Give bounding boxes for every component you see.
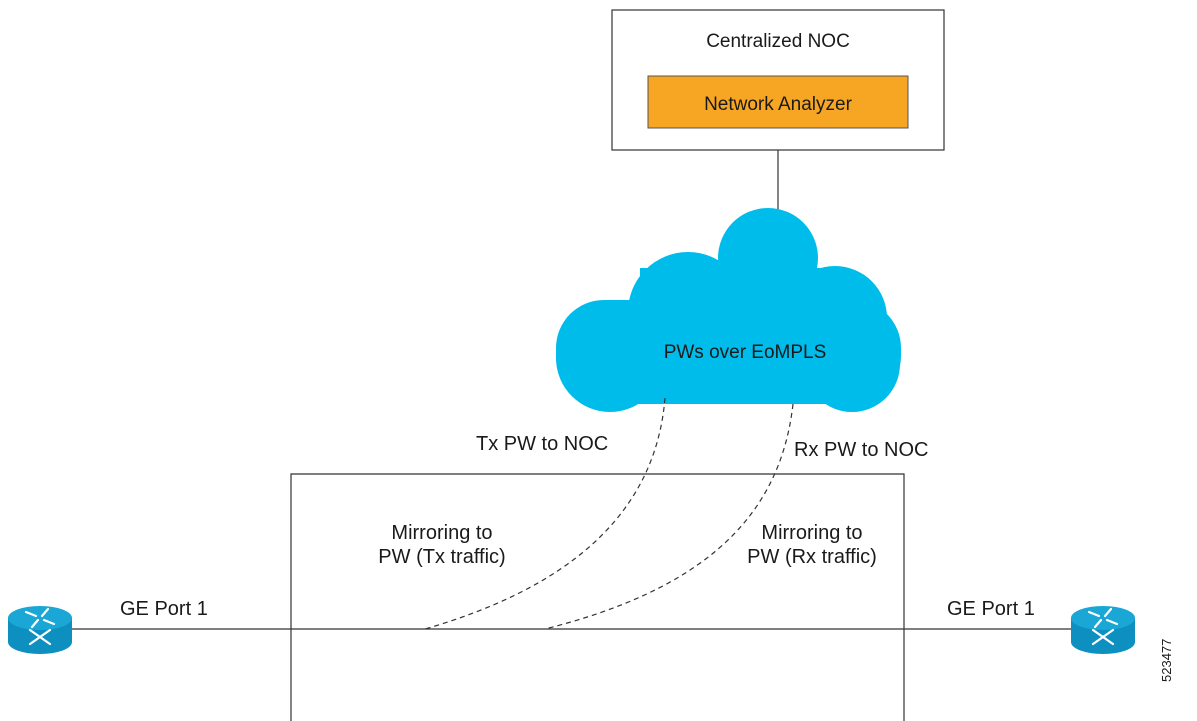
cloud-icon: [556, 208, 901, 412]
rx-pw-path: [544, 403, 794, 630]
mirror-rx-label: Mirroring to PW (Rx traffic): [722, 521, 902, 569]
tx-pw-path: [424, 397, 666, 630]
mirror-tx-line2: PW (Tx traffic): [378, 546, 506, 568]
network-analyzer-box: [647, 75, 909, 129]
router-icon: [1071, 606, 1135, 654]
mirroring-device-box: [290, 473, 905, 721]
mirror-tx-label: Mirroring to PW (Tx traffic): [352, 521, 532, 569]
noc-title: Centralized NOC: [706, 31, 850, 52]
rx-pw-label: Rx PW to NOC: [794, 439, 929, 461]
mirror-rx-line1: Mirroring to: [761, 522, 863, 544]
mirror-rx-line2: PW (Rx traffic): [747, 546, 877, 568]
ge-port-right-label: GE Port 1: [947, 598, 1035, 620]
ge-port-left-label: GE Port 1: [120, 598, 208, 620]
mirror-tx-line1: Mirroring to: [391, 522, 493, 544]
router-icon: [8, 606, 72, 654]
figure-id: 523477: [1159, 638, 1174, 682]
cloud-label: PWs over EoMPLS: [663, 342, 827, 363]
network-analyzer-label: Network Analyzer: [704, 94, 852, 115]
tx-pw-label: Tx PW to NOC: [476, 433, 609, 455]
